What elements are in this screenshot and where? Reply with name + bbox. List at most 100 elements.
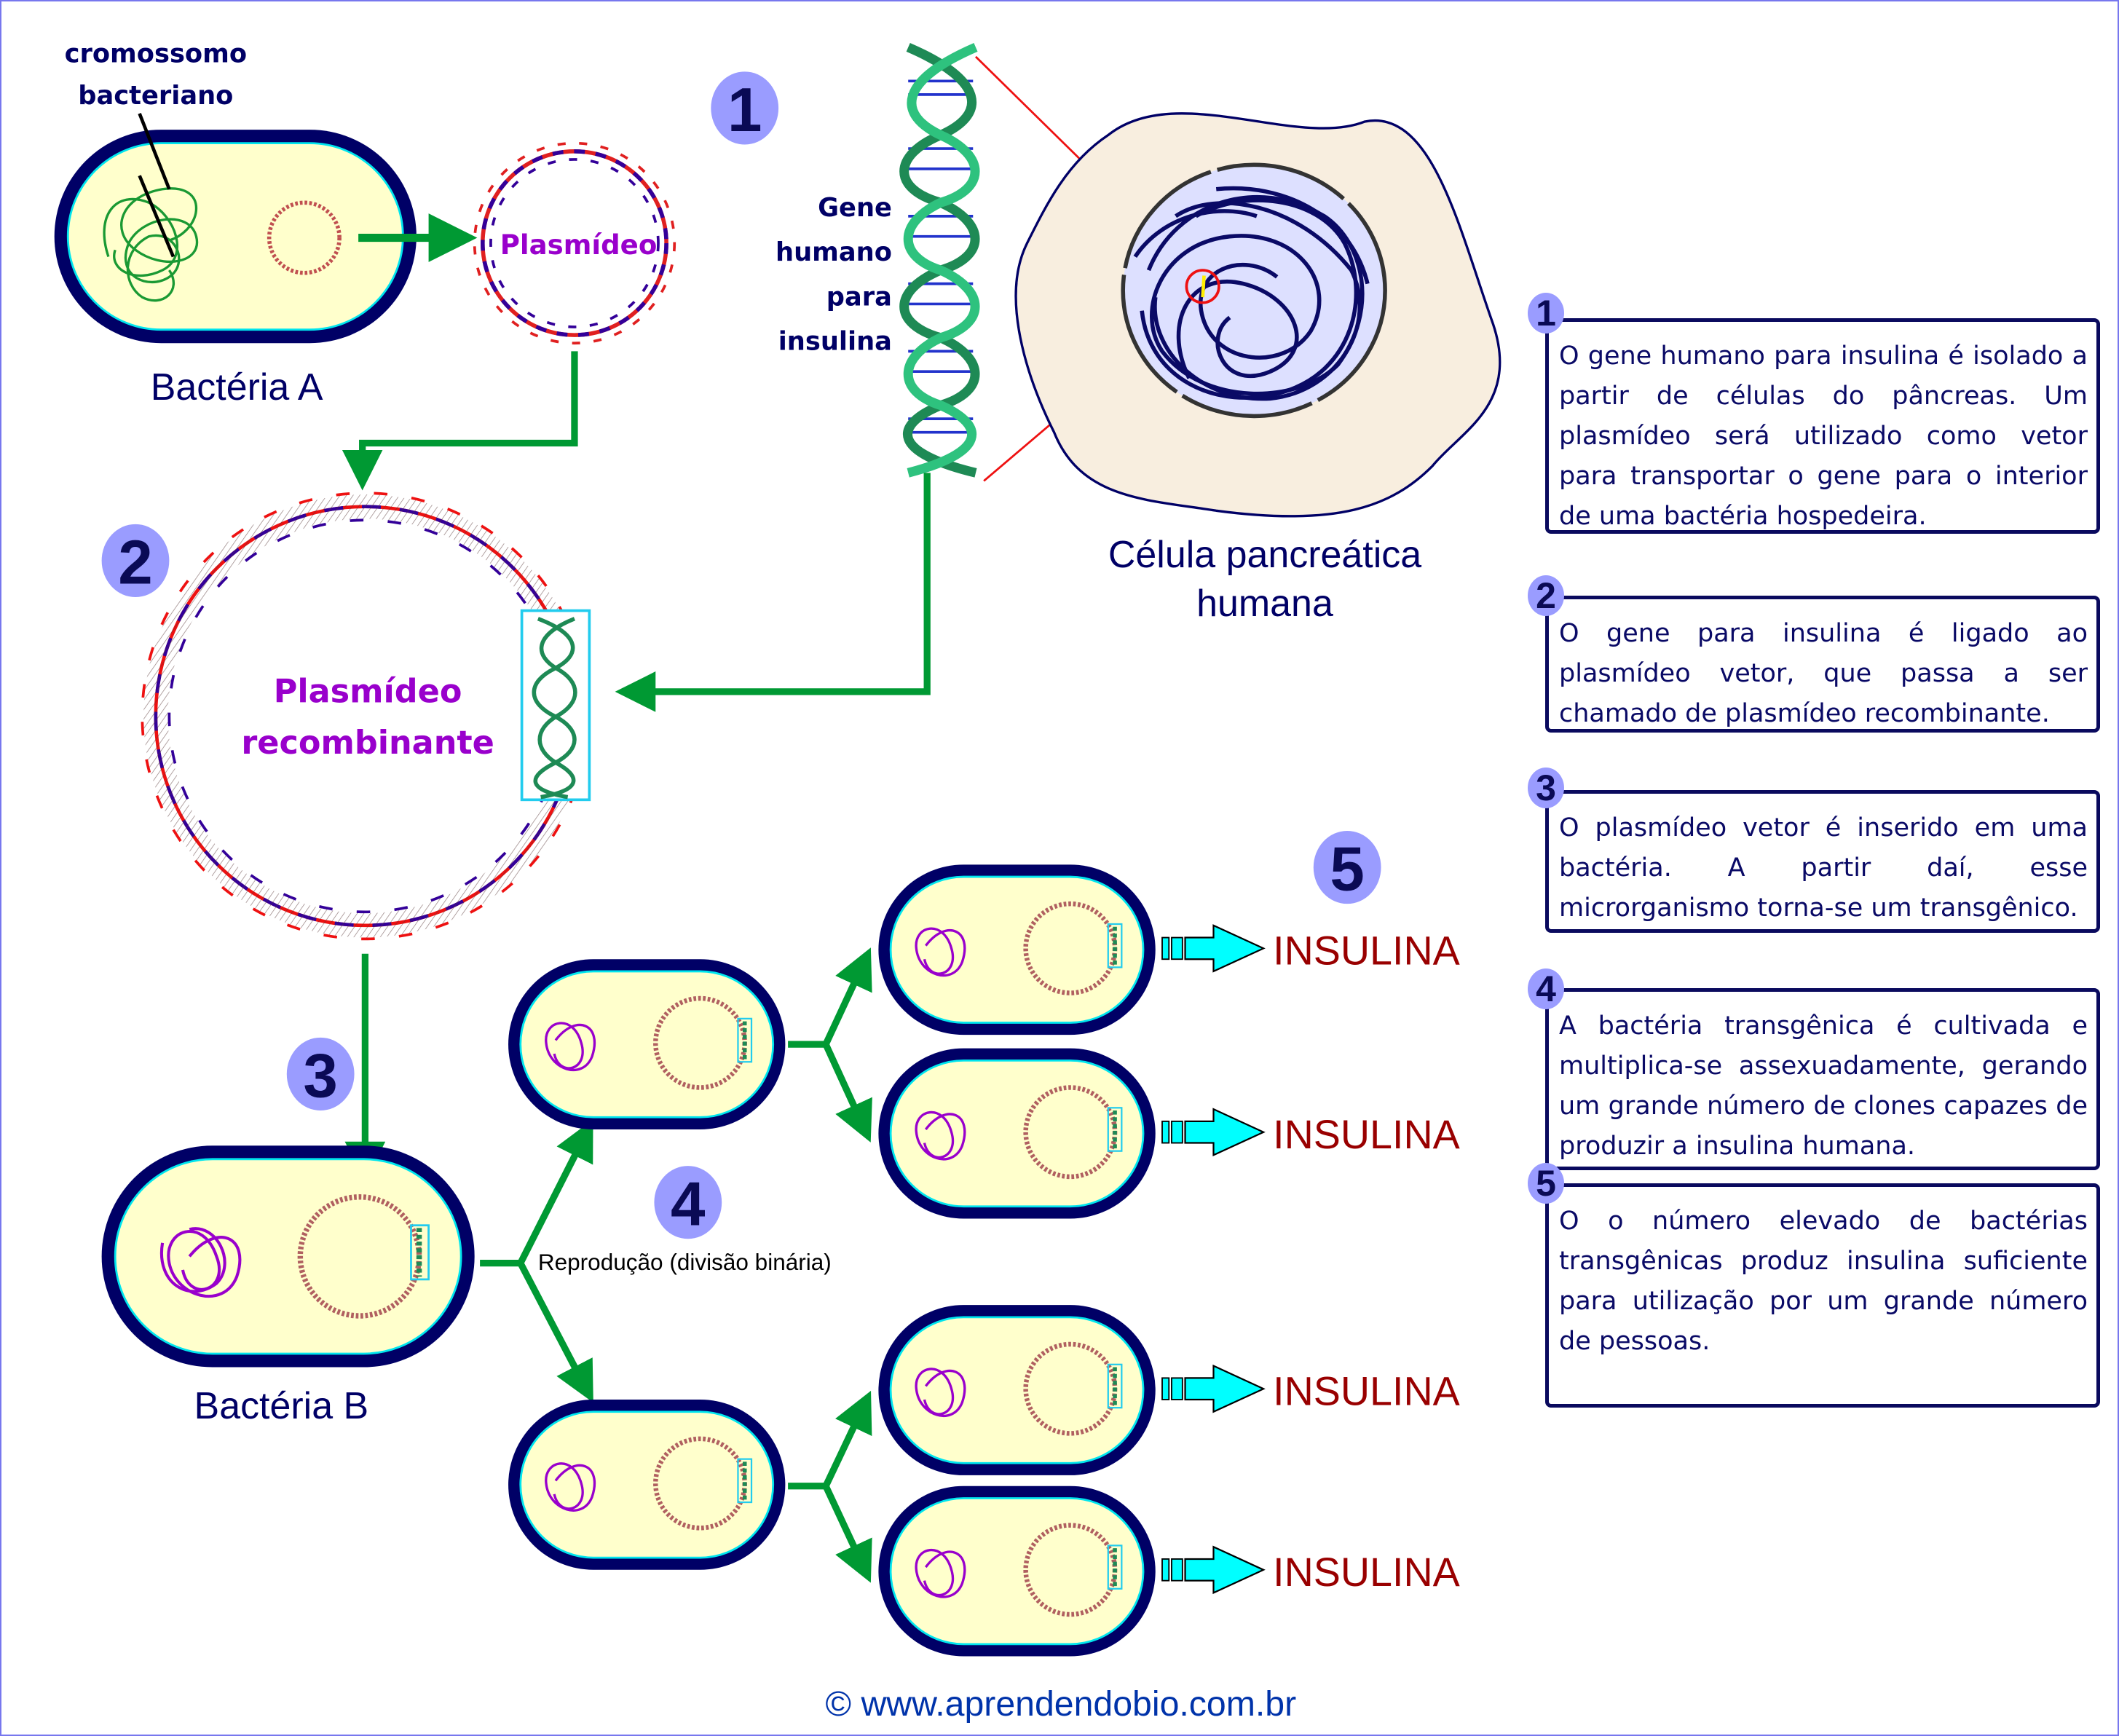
chromosome (915, 1110, 966, 1161)
cytoplasm (519, 1410, 775, 1559)
arrow-gene-to-plasmid (615, 473, 931, 712)
chromosome-label-line2: bacteriano (78, 81, 233, 111)
arrow-tail-bar (1161, 1558, 1170, 1582)
info-badge-2: 2 (1528, 575, 1564, 616)
chromosome (915, 1368, 966, 1417)
dna-double-helix (899, 42, 980, 478)
insulin-output-3: INSULINA (1161, 1364, 1460, 1413)
nucleus (1121, 162, 1387, 419)
bacteria-a (54, 112, 417, 344)
granddaughter-bacterium-1 (878, 864, 1156, 1035)
step-badge-5: 5 (1313, 830, 1381, 904)
info-box-5-body: O o número elevado de bactérias transgên… (1545, 1183, 2100, 1408)
reproduction-fork-1 (788, 947, 872, 1143)
gene-label-line4: insulina (778, 327, 892, 357)
info-box-4-text: A bactéria transgênica é cultivada e mul… (1559, 1011, 2088, 1161)
granddaughter-bacterium-2 (878, 1048, 1156, 1219)
arrow-tail-bar (1171, 1377, 1183, 1400)
info-badge-5: 5 (1528, 1163, 1564, 1204)
chromosome-label-line1: cromossomo (65, 39, 247, 68)
chromosome-pointer-line (138, 112, 171, 190)
daughter-bacteria-gen2: INSULINA INSULINA INSULINA INSULINA (878, 864, 1460, 1657)
gene-insert-box (737, 1458, 753, 1504)
insulin-label: INSULINA (1273, 1550, 1460, 1595)
recombinant-plasmid (141, 492, 591, 941)
chromatin (1133, 186, 1370, 401)
step-badge-4: 4 (654, 1166, 722, 1239)
gene-label-line1: Gene (818, 193, 892, 223)
chromosome (545, 1022, 596, 1071)
bacteria-b-label: Bactéria B (194, 1385, 369, 1427)
pancreatic-cell-label-line2: humana (1196, 583, 1333, 625)
insulin-label: INSULINA (1273, 928, 1460, 974)
bacteria-a-label: Bactéria A (151, 366, 323, 409)
pancreatic-cell (1014, 112, 1502, 518)
info-box-2-body: O gene para insulina é ligado ao plasmíd… (1545, 596, 2100, 733)
arrow-tail-bar (1171, 936, 1183, 960)
insulin-arrow-icon (1184, 1545, 1266, 1595)
arrow-to-recombinant (342, 351, 578, 491)
isolated-plasmid (473, 141, 676, 345)
svg-text:3: 3 (303, 1041, 337, 1110)
chromosome-pointer (138, 175, 175, 258)
svg-text:1: 1 (727, 76, 762, 145)
arrow-tail-bar (1161, 936, 1170, 960)
bacterial-chromosome (103, 187, 199, 302)
gene-insert-box (1107, 1107, 1123, 1152)
chromosome (915, 927, 966, 977)
granddaughter-bacterium-4 (878, 1486, 1156, 1657)
pancreatic-cell-label-line1: Célula pancreática (1108, 534, 1421, 576)
recombinant-label-line1: Plasmídeo (274, 674, 462, 711)
bacteria-b (101, 1145, 475, 1368)
info-badge-1: 1 (1528, 293, 1564, 334)
gene-insert-box (1107, 1544, 1123, 1590)
info-box-4-body: A bactéria transgênica é cultivada e mul… (1545, 988, 2100, 1170)
reproduction-fork-2 (788, 1390, 872, 1583)
insulin-gene-marker (1201, 275, 1206, 298)
cytoplasm (519, 970, 775, 1118)
info-badge-4: 4 (1528, 968, 1564, 1009)
chromosome (545, 1462, 596, 1512)
arrow-tail-bar (1171, 1120, 1183, 1144)
insulin-label: INSULINA (1273, 1112, 1460, 1157)
gene-label-line2: humano (776, 237, 892, 267)
gene-locus-circle (1185, 269, 1220, 304)
info-box-5-text: O o número elevado de bactérias transgên… (1559, 1207, 2088, 1356)
info-box-1-body: O gene humano para insulina é isolado a … (1545, 318, 2100, 534)
insulin-gene-insert-box (520, 609, 591, 802)
daughter-bacterium-1 (508, 959, 786, 1129)
info-box-3-text: O plasmídeo vetor é inserido em uma bact… (1559, 813, 2088, 923)
insulin-output-1: INSULINA (1161, 924, 1460, 974)
gene-label-line3: para (826, 282, 892, 312)
step-badge-2: 2 (101, 524, 170, 597)
insulin-arrow-icon (1184, 1364, 1266, 1413)
reproduction-label: Reprodução (divisão binária) (538, 1249, 832, 1275)
chromosome (159, 1227, 242, 1298)
copyright-text: © www.aprendendobio.com.br (826, 1684, 1297, 1724)
insulin-arrow-icon (1184, 924, 1266, 973)
cytoplasm (66, 142, 404, 331)
cytoplasm (889, 1059, 1145, 1208)
daughter-bacteria-gen1 (508, 947, 872, 1583)
gene-insert-box (1107, 923, 1123, 968)
insulin-label: INSULINA (1273, 1368, 1460, 1413)
small-plasmid (267, 200, 342, 275)
gene-insert-box (737, 1017, 753, 1063)
info-box-2-text: O gene para insulina é ligado ao plasmíd… (1559, 619, 2088, 728)
gene-insert-box (1107, 1363, 1123, 1409)
info-box-3-body: O plasmídeo vetor é inserido em uma bact… (1545, 790, 2100, 933)
reproduction-fork-b (480, 1119, 593, 1403)
arrow-tail-bar (1171, 1558, 1183, 1582)
svg-text:5: 5 (1330, 835, 1364, 904)
step-badge-1: 1 (711, 71, 779, 145)
arrow-tail-bar (1161, 1120, 1170, 1144)
chromosome (915, 1548, 966, 1598)
recombinant-label-line2: recombinante (241, 725, 494, 762)
cytoplasm (889, 875, 1145, 1024)
svg-text:2: 2 (118, 528, 152, 597)
insulin-output-4: INSULINA (1161, 1545, 1460, 1595)
granddaughter-bacterium-3 (878, 1305, 1156, 1475)
cytoplasm (889, 1316, 1145, 1464)
insulin-output-2: INSULINA (1161, 1108, 1460, 1157)
